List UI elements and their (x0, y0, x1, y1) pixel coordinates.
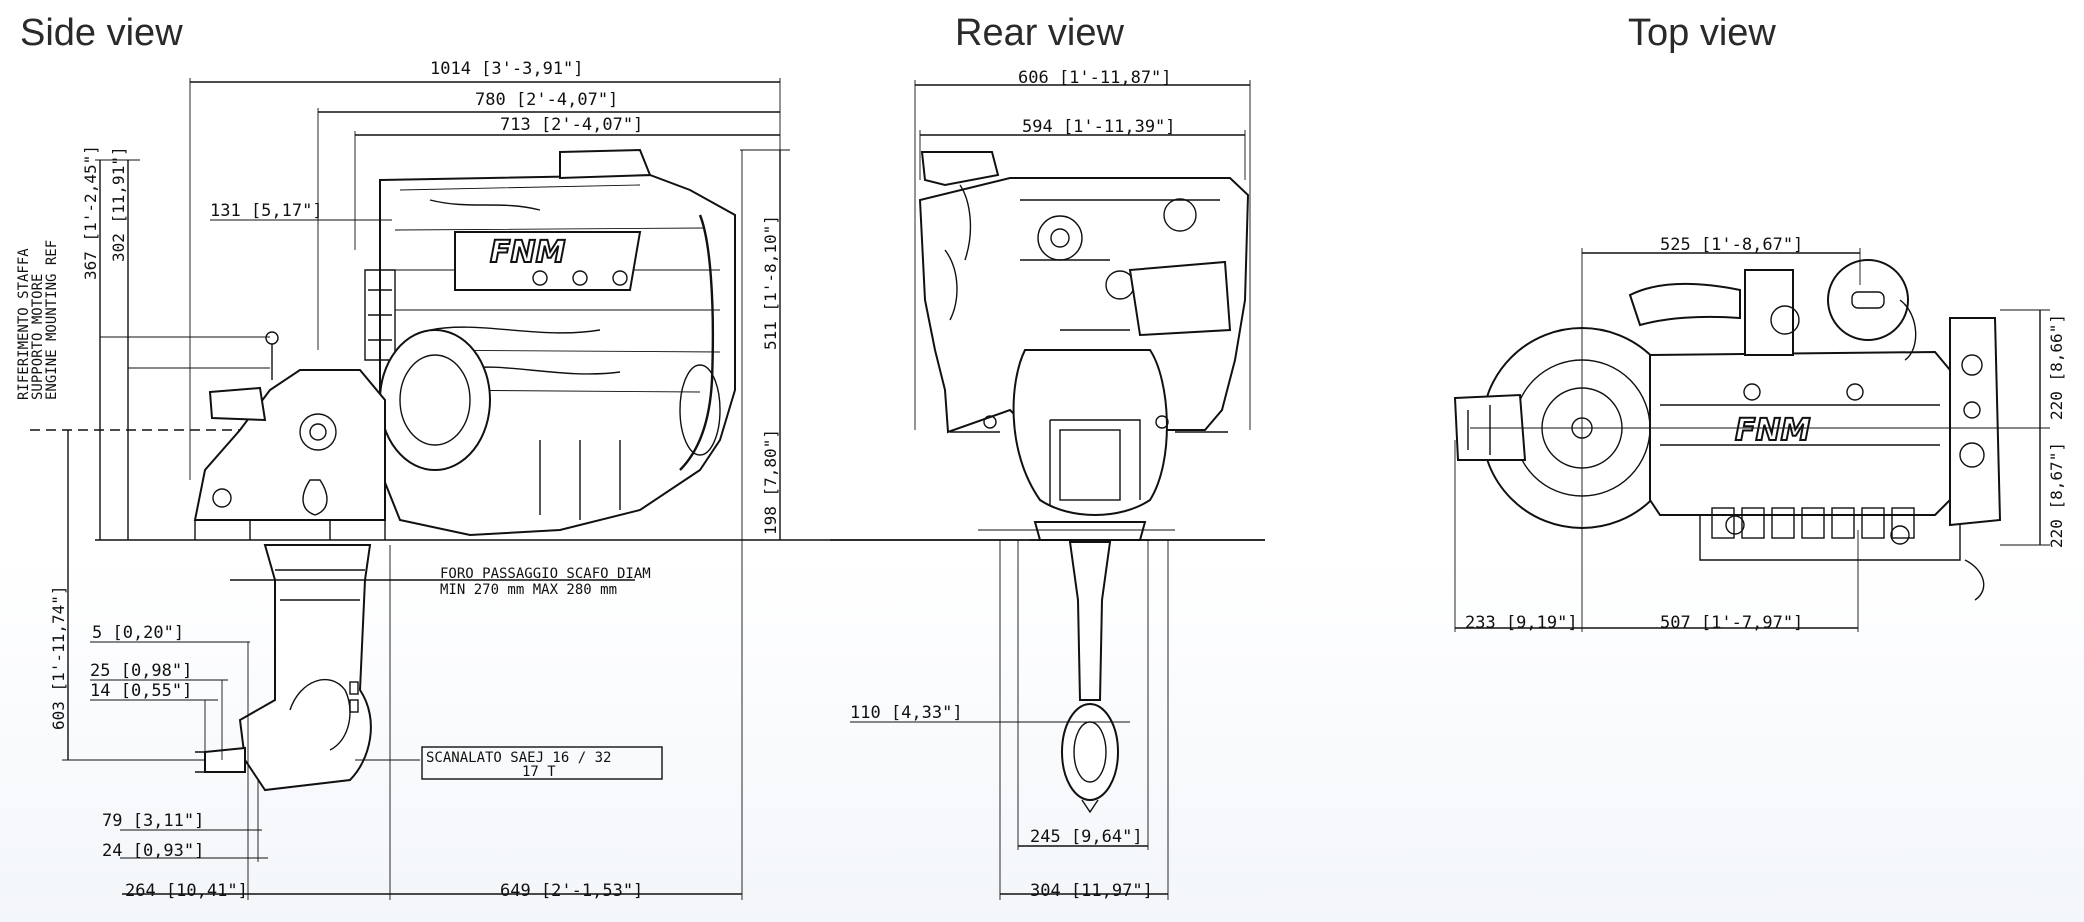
rear-dim-594: 594 [1'-11,39"] (1022, 117, 1176, 137)
side-dim-length-713: 713 [2'-4,07"] (500, 115, 643, 135)
side-dim-302: 302 [11,91"] (109, 146, 128, 262)
hull-hole-note-line-2: MIN 270 mm MAX 280 mm (440, 582, 617, 598)
side-dim-front-offset: 131 [5,17"] (210, 201, 323, 221)
side-dim-height-198: 198 [7,80"] (761, 429, 780, 535)
spline-note-box (421, 746, 663, 780)
rear-view-title: Rear view (955, 12, 1124, 54)
side-view-title: Side view (20, 12, 183, 54)
rear-view: 606 [1'-11,87"] 594 [1'-11,39"] 110 [4,3… (830, 68, 1265, 901)
side-view: FNM (16, 59, 1265, 901)
spline-note-line-2: 17 T (522, 764, 556, 780)
side-transmission (193, 331, 386, 540)
top-engine-logo: FNM (1735, 413, 1811, 448)
rear-saildrive-leg (1030, 521, 1150, 814)
side-dim-overall-length: 1014 [3'-3,91"] (430, 59, 584, 79)
rear-dim-304: 304 [11,97"] (1030, 881, 1153, 901)
side-dim-height-511: 511 [1'-8,10"] (761, 215, 780, 350)
side-dim-367: 367 [1'-2,45"] (81, 145, 100, 280)
top-view-title: Top view (1628, 12, 1776, 54)
side-dim-25: 25 [0,98"] (90, 661, 192, 681)
top-dim-507: 507 [1'-7,97"] (1660, 613, 1803, 633)
top-dim-220-lower: 220 [8,67"] (2047, 442, 2066, 548)
ref-label-line-1: RIFERIMENTO STAFFA (16, 248, 32, 400)
side-engine-body: FNM (364, 148, 736, 537)
top-dimension-lines (1454, 248, 2050, 632)
engine-mounting-ref-label: RIFERIMENTO STAFFA SUPPORTO MOTORE ENGIN… (16, 240, 60, 400)
ref-label-line-2: SUPPORTO MOTORE (30, 274, 46, 400)
side-saildrive-leg (195, 544, 372, 792)
ref-label-line-3: ENGINE MOUNTING REF (44, 240, 60, 400)
top-view: FNM (1453, 235, 2066, 633)
side-dim-603: 603 [1'-11,74"] (49, 586, 68, 731)
side-dimension-lines (62, 78, 790, 900)
side-dim-79: 79 [3,11"] (102, 811, 204, 831)
hull-hole-note-line-1: FORO PASSAGGIO SCAFO DIAM (440, 566, 651, 582)
side-engine-logo: FNM (490, 235, 566, 270)
side-dim-5: 5 [0,20"] (92, 623, 184, 643)
rear-dim-606: 606 [1'-11,87"] (1018, 68, 1172, 88)
rear-dimension-lines (850, 80, 1251, 900)
side-dim-24: 24 [0,93"] (102, 841, 204, 861)
top-cylinder-ports (1711, 507, 1915, 539)
side-dim-649: 649 [2'-1,53"] (500, 881, 643, 901)
side-dim-length-780: 780 [2'-4,07"] (475, 90, 618, 110)
rear-engine-body (918, 151, 1250, 516)
top-dim-525: 525 [1'-8,67"] (1660, 235, 1803, 255)
side-dim-14: 14 [0,55"] (90, 681, 192, 701)
rear-dim-110: 110 [4,33"] (850, 703, 963, 723)
top-engine-body: FNM (1453, 259, 2002, 601)
top-dim-220-upper: 220 [8,66"] (2047, 314, 2066, 420)
spline-note-line-1: SCANALATO SAEJ 16 / 32 (426, 750, 611, 766)
top-dim-233: 233 [9,19"] (1465, 613, 1578, 633)
rear-dim-245: 245 [9,64"] (1030, 827, 1143, 847)
side-dim-264: 264 [10,41"] (125, 881, 248, 901)
